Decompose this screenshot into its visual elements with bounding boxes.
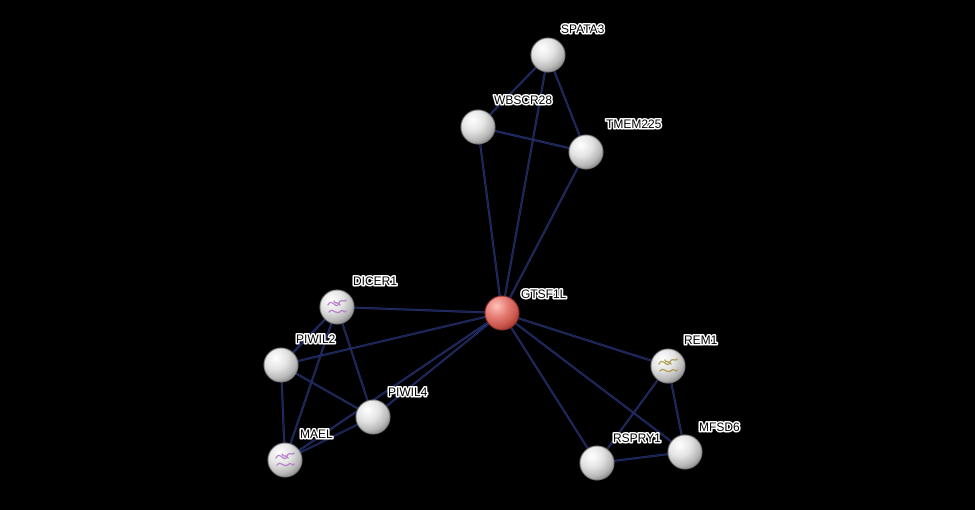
protein-sphere-TMEM225 xyxy=(568,134,604,170)
protein-sphere-WBSCR28 xyxy=(460,109,496,145)
edge-core-GTSF1L-PIWIL4 xyxy=(372,312,503,418)
edge-core-GTSF1L-PIWIL2 xyxy=(280,312,503,366)
protein-sphere-GTSF1L xyxy=(484,295,520,331)
edges-layer xyxy=(280,54,686,464)
node-MAEL[interactable] xyxy=(267,442,303,478)
protein-sphere-DICER1 xyxy=(319,289,355,325)
node-label-MFSD6: MFSD6 xyxy=(699,420,740,434)
edge-core-DICER1-MAEL xyxy=(284,306,338,461)
edge-core-SPATA3-GTSF1L xyxy=(501,54,549,314)
node-TMEM225[interactable] xyxy=(568,134,604,170)
protein-sphere-SPATA3 xyxy=(530,37,566,73)
protein-sphere-PIWIL4 xyxy=(355,399,391,435)
edge-core-GTSF1L-MAEL xyxy=(284,312,503,461)
edge-core-GTSF1L-REM1 xyxy=(501,312,669,367)
protein-sphere-PIWIL2 xyxy=(263,347,299,383)
protein-sphere-REM1 xyxy=(650,348,686,384)
edge-core-GTSF1L-MFSD6 xyxy=(501,312,686,453)
node-label-WBSCR28: WBSCR28 xyxy=(494,93,552,107)
edge-core-DICER1-PIWIL4 xyxy=(336,306,374,418)
node-PIWIL4[interactable] xyxy=(355,399,391,435)
node-label-SPATA3: SPATA3 xyxy=(561,22,605,36)
edge-core-WBSCR28-GTSF1L xyxy=(477,126,503,314)
node-label-GTSF1L: GTSF1L xyxy=(521,287,567,301)
protein-sphere-MAEL xyxy=(267,442,303,478)
node-label-RSPRY1: RSPRY1 xyxy=(613,431,661,445)
structure-thumbnail-MAEL xyxy=(275,452,295,467)
node-label-REM1: REM1 xyxy=(684,333,718,347)
node-WBSCR28[interactable] xyxy=(460,109,496,145)
node-label-TMEM225: TMEM225 xyxy=(606,117,662,131)
structure-thumbnail-DICER1 xyxy=(327,299,347,314)
edge-core-PIWIL2-PIWIL4 xyxy=(280,364,374,418)
node-DICER1[interactable] xyxy=(319,289,355,325)
protein-sphere-MFSD6 xyxy=(667,434,703,470)
nodes-layer xyxy=(263,37,703,481)
node-label-DICER1: DICER1 xyxy=(353,274,397,288)
node-REM1[interactable] xyxy=(650,348,686,384)
edge-core-TMEM225-GTSF1L xyxy=(501,151,587,314)
edge-core-REM1-RSPRY1 xyxy=(596,365,669,464)
protein-sphere-RSPRY1 xyxy=(579,445,615,481)
node-GTSF1L[interactable] xyxy=(484,295,520,331)
edge-core-GTSF1L-DICER1 xyxy=(336,306,503,314)
node-label-PIWIL4: PIWIL4 xyxy=(388,385,428,399)
node-label-PIWIL2: PIWIL2 xyxy=(296,332,336,346)
node-label-MAEL: MAEL xyxy=(300,427,333,441)
node-MFSD6[interactable] xyxy=(667,434,703,470)
node-PIWIL2[interactable] xyxy=(263,347,299,383)
structure-thumbnail-REM1 xyxy=(658,358,678,373)
node-SPATA3[interactable] xyxy=(530,37,566,73)
node-RSPRY1[interactable] xyxy=(579,445,615,481)
edge-core-GTSF1L-RSPRY1 xyxy=(501,312,598,464)
